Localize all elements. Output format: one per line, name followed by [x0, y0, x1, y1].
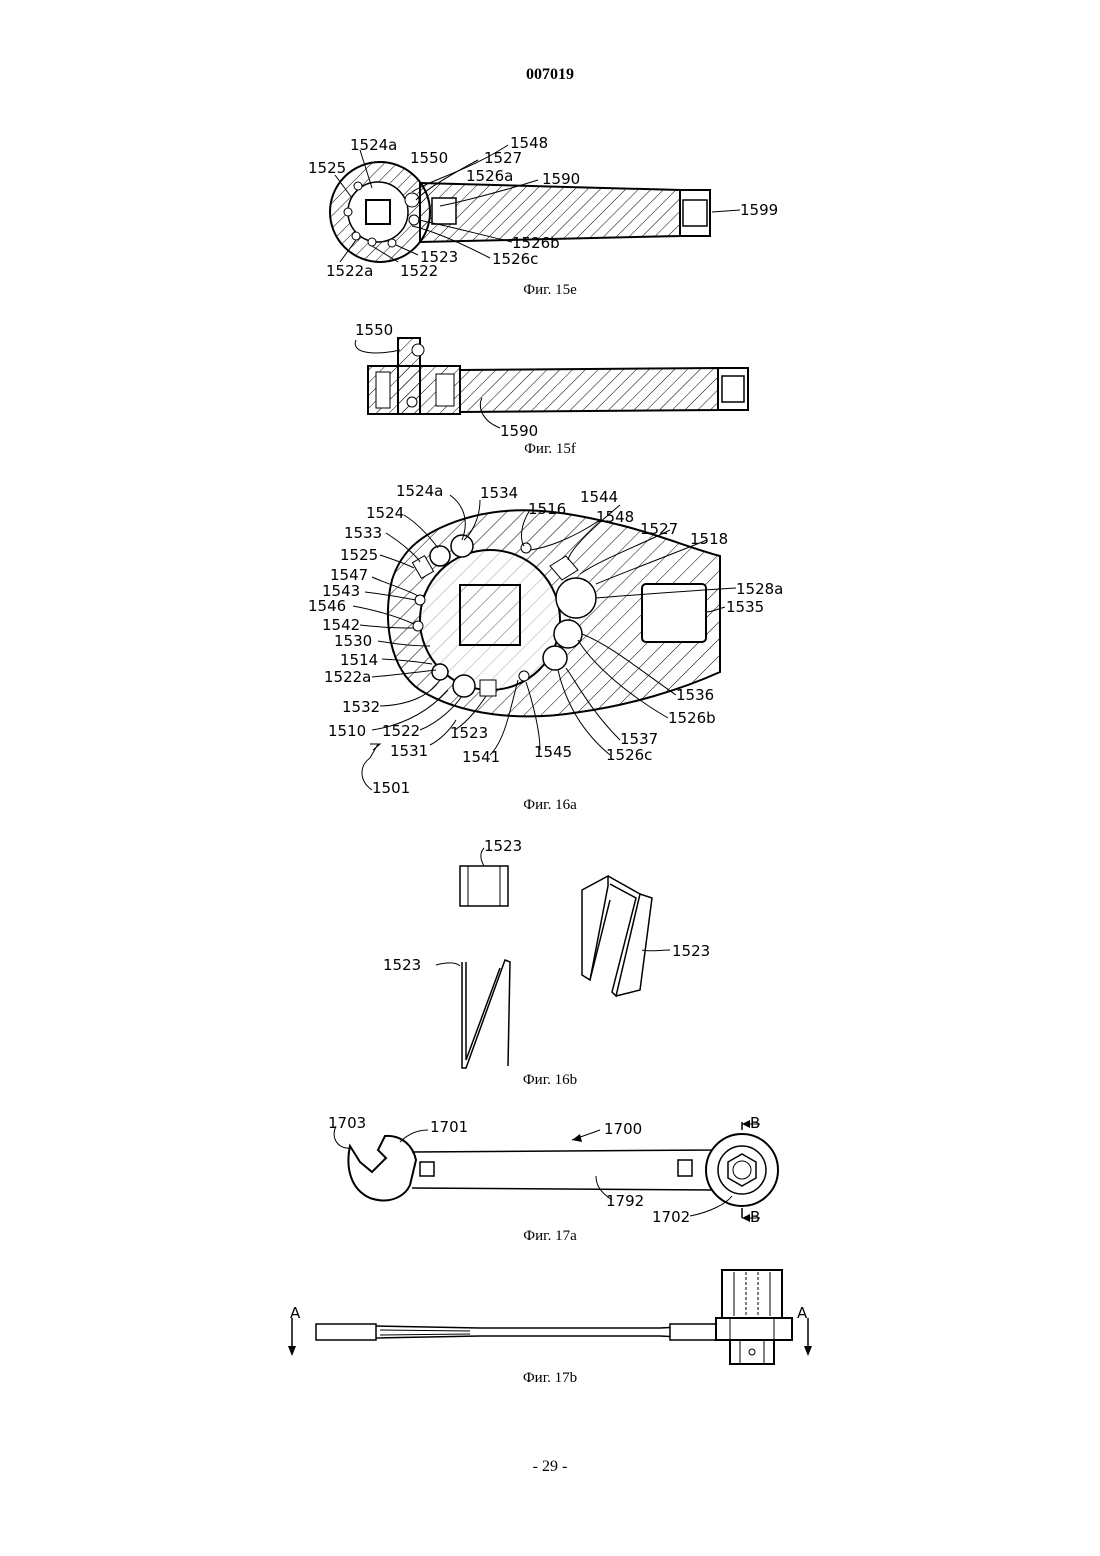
- caption-fig-17a: Фиг. 17a: [0, 1228, 1100, 1245]
- label-1545: 1545: [534, 743, 572, 761]
- label-1535: 1535: [726, 598, 764, 616]
- label-1544: 1544: [580, 488, 618, 506]
- label-1550: 1550: [410, 149, 448, 167]
- label-1536: 1536: [676, 686, 714, 704]
- label-1530: 1530: [334, 632, 372, 650]
- label-1548: 1548: [596, 508, 634, 526]
- figure-16a-drawing: 1524a 1534 1516 1544 1524 1548 1527 1518…: [0, 480, 1100, 795]
- label-1518: 1518: [690, 530, 728, 548]
- label-B-top: B: [750, 1114, 760, 1132]
- label-1523-right: 1523: [672, 942, 710, 960]
- caption-fig-17b: Фиг. 17b: [0, 1370, 1100, 1387]
- caption-fig-16b: Фиг. 16b: [0, 1072, 1100, 1089]
- label-1526c: 1526c: [606, 746, 652, 764]
- label-1526a: 1526a: [466, 167, 513, 185]
- label-1523: 1523: [450, 724, 488, 742]
- label-1526c: 1526c: [492, 250, 538, 268]
- label-1516: 1516: [528, 500, 566, 518]
- label-B-bottom: B: [750, 1208, 760, 1226]
- figure-15f-drawing: 1550 1590: [0, 318, 1100, 443]
- label-1546: 1546: [308, 597, 346, 615]
- label-1701: 1701: [430, 1118, 468, 1136]
- label-1522a: 1522a: [324, 668, 371, 686]
- caption-fig-16a: Фиг. 16a: [0, 797, 1100, 814]
- label-1533: 1533: [344, 524, 382, 542]
- label-1534: 1534: [480, 484, 518, 502]
- label-A-right: A: [797, 1304, 808, 1322]
- label-1703: 1703: [328, 1114, 366, 1132]
- figure-17a-drawing: 1703 1701 1700 B 1792 1702 B: [0, 1110, 1100, 1228]
- label-1528a: 1528a: [736, 580, 783, 598]
- label-1514: 1514: [340, 651, 378, 669]
- figure-17b-drawing: A A: [0, 1262, 1100, 1368]
- label-1531: 1531: [390, 742, 428, 760]
- label-1525: 1525: [308, 159, 346, 177]
- figure-16b-drawing: 1523 1523 1523: [0, 830, 1100, 1070]
- label-1527: 1527: [484, 149, 522, 167]
- label-1702: 1702: [652, 1208, 690, 1226]
- label-1590: 1590: [542, 170, 580, 188]
- label-1524: 1524: [366, 504, 404, 522]
- label-A-left: A: [290, 1304, 301, 1322]
- document-number: 007019: [0, 66, 1100, 84]
- label-1525: 1525: [340, 546, 378, 564]
- label-1550: 1550: [355, 321, 393, 339]
- label-1510: 1510: [328, 722, 366, 740]
- page-number: - 29 -: [0, 1458, 1100, 1476]
- label-1524a: 1524a: [396, 482, 443, 500]
- label-1792: 1792: [606, 1192, 644, 1210]
- label-1522: 1522: [400, 262, 438, 280]
- label-1522a: 1522a: [326, 262, 373, 280]
- figure-15e-drawing: 1524a 1548 1550 1527 1525 1526a 1590 159…: [0, 125, 1100, 280]
- label-1523-top: 1523: [484, 837, 522, 855]
- label-1522: 1522: [382, 722, 420, 740]
- label-1590: 1590: [500, 422, 538, 440]
- label-1532: 1532: [342, 698, 380, 716]
- label-1599: 1599: [740, 201, 778, 219]
- caption-fig-15e: Фиг. 15e: [0, 282, 1100, 299]
- label-1700: 1700: [604, 1120, 642, 1138]
- caption-fig-15f: Фиг. 15f: [0, 441, 1100, 458]
- label-1527: 1527: [640, 520, 678, 538]
- label-1524a: 1524a: [350, 136, 397, 154]
- label-1523-left: 1523: [383, 956, 421, 974]
- label-1541: 1541: [462, 748, 500, 766]
- label-1501: 1501: [372, 779, 410, 795]
- label-1526b: 1526b: [668, 709, 716, 727]
